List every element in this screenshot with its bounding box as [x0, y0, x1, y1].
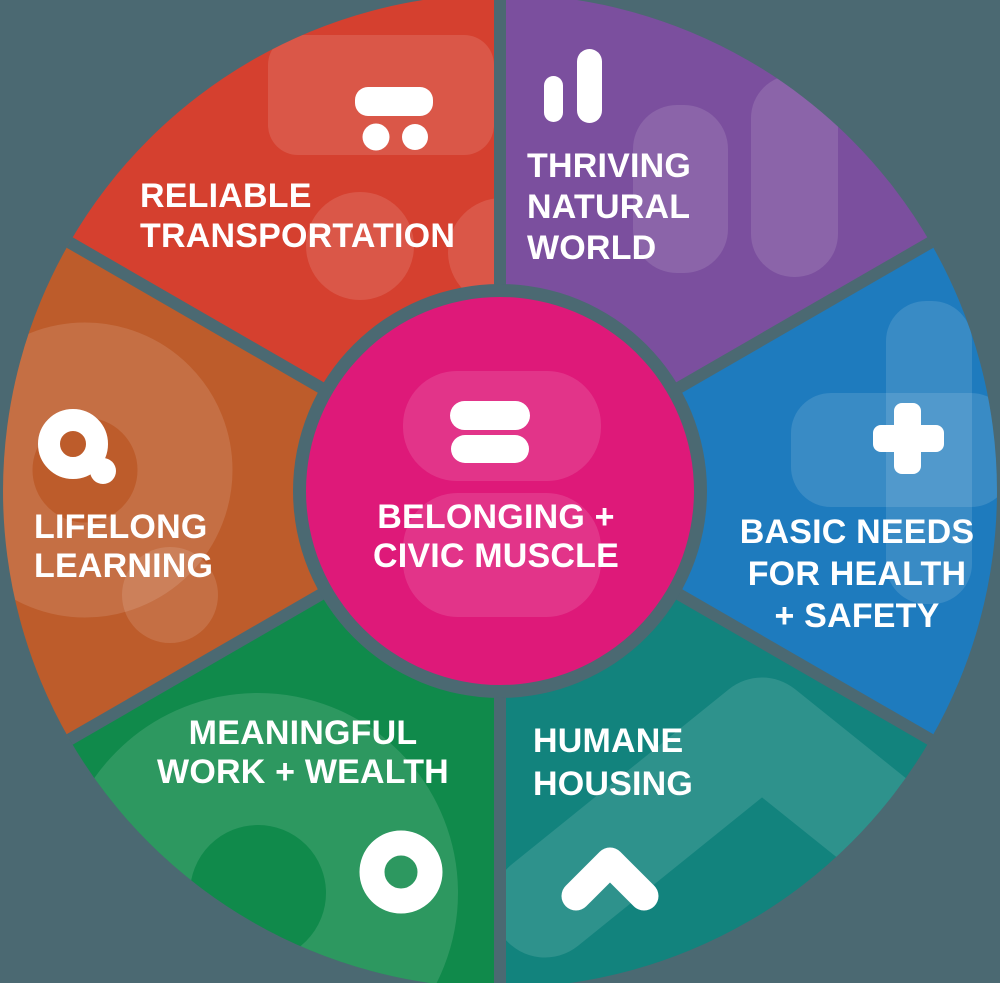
segment-label-line: TRANSPORTATION: [140, 217, 455, 255]
center-label-line: CIVIC MUSCLE: [373, 537, 619, 575]
bar-chart-icon: [544, 49, 602, 123]
bus-icon: [355, 87, 433, 151]
segment-label-line: WORLD: [527, 229, 656, 267]
donut-icon: [359, 830, 443, 914]
bar-chart-watermark-icon: [633, 75, 838, 277]
segment-lifelong-learning: [3, 242, 500, 740]
roof-chevron-icon: [561, 847, 659, 911]
segment-label-line: HUMANE: [533, 722, 683, 760]
medical-cross-icon: [873, 403, 944, 474]
segment-label-line: LEARNING: [34, 547, 213, 585]
magnifier-q-icon: [38, 409, 116, 484]
segment-label-line: RELIABLE: [140, 177, 312, 215]
segment-label-line: WORK + WEALTH: [157, 753, 449, 791]
magnifier-q-watermark-icon: [3, 322, 233, 643]
segment-labels: RELIABLE TRANSPORTATION THRIVING NATURAL…: [34, 147, 974, 803]
segment-label-line: MEANINGFUL: [189, 714, 418, 752]
segment-basic-needs-for-health-safety: [500, 242, 997, 740]
bus-watermark-icon: [268, 35, 500, 306]
center-circle: [306, 297, 694, 685]
segment-label-line: HOUSING: [533, 765, 693, 803]
segment-label-line: LIFELONG: [34, 508, 207, 546]
segment-label-line: FOR HEALTH: [748, 555, 967, 593]
segment-label-line: BASIC NEEDS: [740, 513, 975, 551]
segment-label-line: + SAFETY: [774, 597, 939, 635]
center-label-line: BELONGING +: [377, 498, 614, 536]
segment-label-line: NATURAL: [527, 188, 690, 226]
equals-icon: [450, 401, 530, 463]
segment-label-line: THRIVING: [527, 147, 691, 185]
